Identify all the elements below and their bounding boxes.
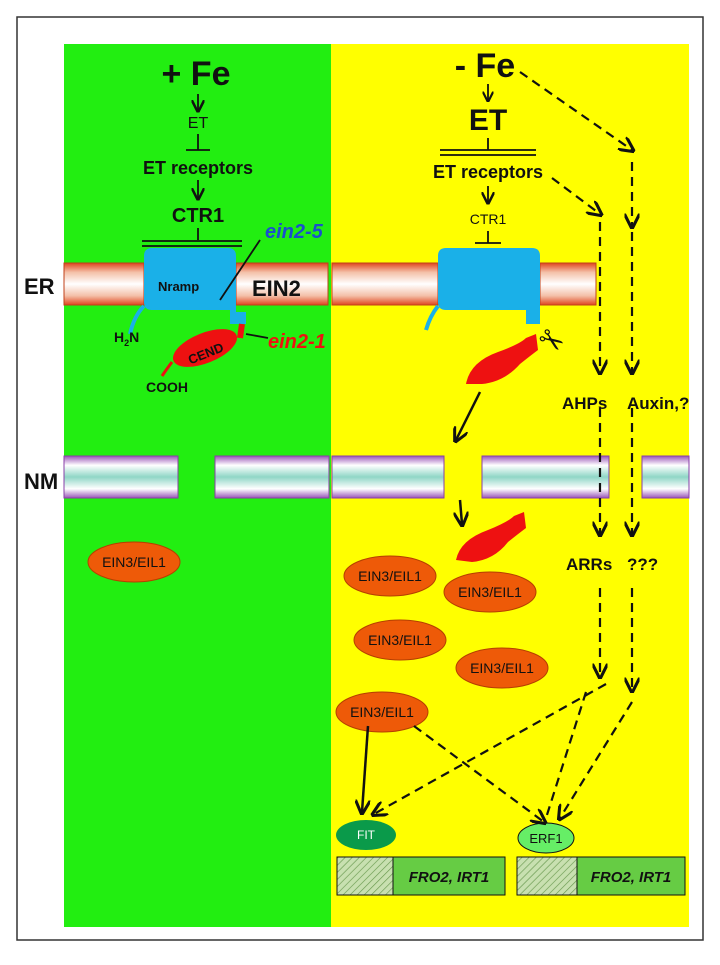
et-left-label: ET [188,115,209,132]
ein2-5-label: ein2-5 [265,221,324,243]
gene-box-erf1-target: FRO2, IRT1 [516,856,686,896]
ein2-nramp-right [424,248,540,331]
dashed-arrows [374,71,632,822]
cooh-label: COOH [146,379,188,395]
er-membrane [63,262,597,306]
ein3-eil1-label: EIN3/EIL1 [368,632,432,648]
ein3-eil1-node: EIN3/EIL1 [335,691,429,733]
ein3-eil1-label: EIN3/EIL1 [358,568,422,584]
ein3-eil1-label: EIN3/EIL1 [470,660,534,676]
ein3-eil1-node: EIN3/EIL1 [353,619,447,661]
er-label: ER [24,274,55,299]
ein2-1-pointer [245,333,269,339]
ein3-eil1-node: EIN3/EIL1 [343,555,437,597]
left-signal-arrows [142,94,242,247]
ein2-5-pointer [219,239,261,301]
et-receptors-left-label: ET receptors [143,158,253,178]
erf1-label: ERF1 [529,831,562,846]
fro2-irt1-label-a: FRO2, IRT1 [409,869,490,886]
nuclear-membrane [63,455,690,499]
ein3-eil1-label: EIN3/EIL1 [350,704,414,720]
ahps-label: AHPs [562,394,607,413]
nramp-label: Nramp [158,279,199,294]
right-signal-arrows [362,84,536,812]
fit-label: FIT [357,828,376,842]
minus-fe-label: - Fe [455,47,515,85]
ein3-eil1-node: EIN3/EIL1 [87,541,181,583]
ctr1-right-label: CTR1 [470,211,507,227]
fro2-irt1-label-b: FRO2, IRT1 [591,869,672,886]
ein2-nramp-left: Nramp [128,248,246,335]
unknown-factors-label: ??? [627,555,658,574]
ein2-1-label: ein2-1 [268,331,326,353]
h2n-label: H2N [114,329,139,348]
ein3-eil1-node: EIN3/EIL1 [443,571,537,613]
cend-released-1 [466,334,538,384]
ein2-label: EIN2 [252,276,301,301]
ein3-eil1-label: EIN3/EIL1 [102,554,166,570]
cend-released-2 [456,512,526,562]
et-receptors-right-label: ET receptors [433,162,543,182]
ein3-eil1-label: EIN3/EIL1 [458,584,522,600]
plus-fe-label: + Fe [162,55,231,93]
nm-label: NM [24,469,58,494]
erf1-node: ERF1 [517,822,575,854]
gene-box-fit-target: FRO2, IRT1 [336,856,506,896]
ein3-eil1-group: EIN3/EIL1EIN3/EIL1EIN3/EIL1EIN3/EIL1EIN3… [87,541,549,733]
arrs-label: ARRs [566,555,612,574]
ctr1-left-label: CTR1 [172,205,224,227]
et-right-label: ET [469,104,507,137]
fit-node: FIT [336,820,396,850]
auxin-label: Auxin,? [627,394,689,413]
ein3-eil1-node: EIN3/EIL1 [455,647,549,689]
